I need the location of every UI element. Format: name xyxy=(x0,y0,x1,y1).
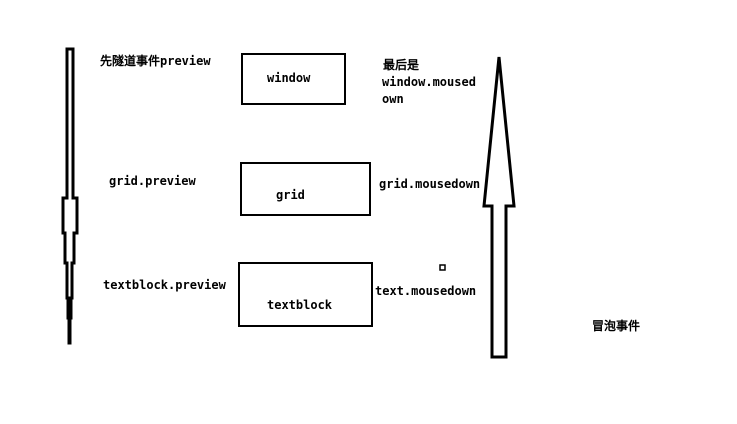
textblock-preview-label: textblock.preview xyxy=(103,278,227,292)
tunnel-start-label: 先隧道事件preview xyxy=(100,53,211,68)
bubbling-arrow xyxy=(482,56,516,359)
small-marker xyxy=(439,264,446,271)
grid-box xyxy=(240,162,371,216)
grid-preview-label: grid.preview xyxy=(109,174,196,188)
textblock-box xyxy=(238,262,373,327)
tunneling-shaft-tip xyxy=(68,298,71,320)
window-box xyxy=(241,53,346,105)
text-mousedown-label: text.mousedown xyxy=(375,284,476,298)
window-note-line2: window.moused xyxy=(382,75,476,89)
window-note-line3: own xyxy=(382,92,404,106)
tunneling-shaft-shape xyxy=(61,47,79,345)
grid-mousedown-label: grid.mousedown xyxy=(379,177,480,191)
bubbling-arrow-shape xyxy=(482,56,516,359)
window-note-line1: 最后是 xyxy=(383,57,420,72)
textblock-box-label: textblock xyxy=(267,298,333,312)
tunneling-shaft xyxy=(61,47,79,345)
bubble-event-label: 冒泡事件 xyxy=(592,318,640,333)
grid-box-label: grid xyxy=(276,188,305,202)
window-box-label: window xyxy=(267,71,311,85)
